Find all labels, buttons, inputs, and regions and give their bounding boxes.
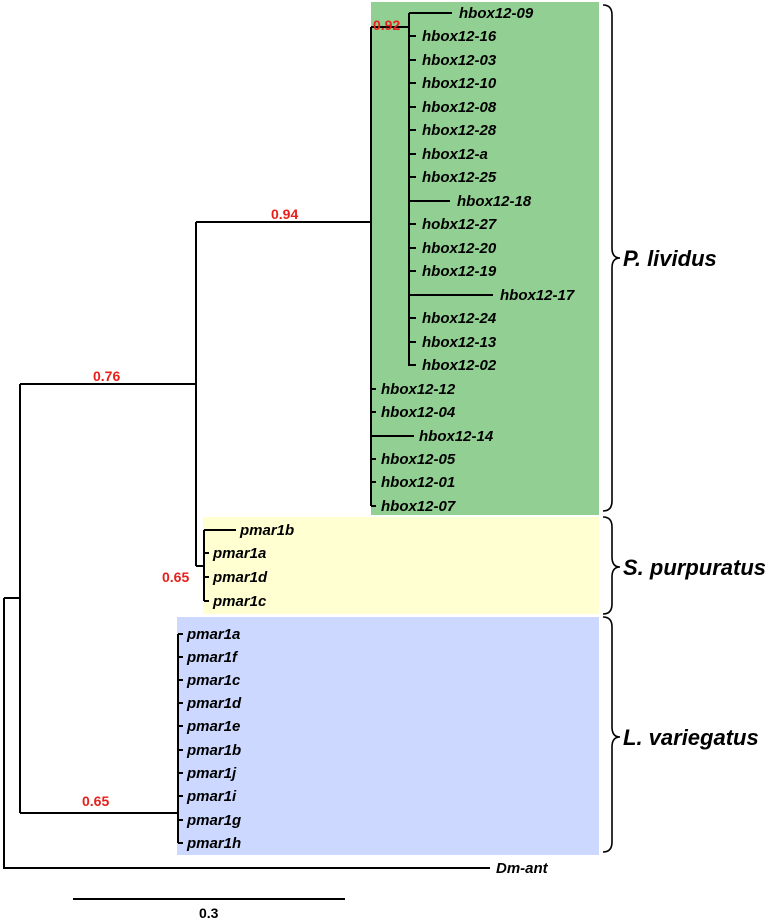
leaf-label: pmar1f [186,649,239,666]
leaf-label: pmar1c [212,593,267,610]
leaf-label: pmar1e [186,718,240,735]
leaf-label: pmar1g [186,812,241,829]
leaf-label: pmar1i [186,788,237,805]
scale-bar-label: 0.3 [199,905,219,921]
leaf-label: hbox12-07 [381,498,456,515]
leaf-label: hbox12-18 [457,193,532,210]
support-value-l-variegatus: 0.65 [82,793,109,809]
l-variegatus-brace [602,616,621,853]
l-variegatus-clade-box [177,617,599,855]
leaf-label: pmar1b [186,742,241,759]
leaf-label: pmar1d [186,695,242,712]
s-purpuratus-label: S. purpuratus [623,555,766,580]
s-purpuratus-leaves: pmar1b pmar1a pmar1d pmar1c [204,522,294,610]
l-variegatus-label: L. variegatus [623,725,759,750]
leaf-label: hbox12-16 [422,28,497,45]
support-value-s-purpuratus: 0.65 [162,569,189,585]
s-purpuratus-clade-box [203,517,599,614]
leaf-label: pmar1j [186,765,237,782]
leaf-label: hbox12-20 [422,240,497,257]
leaf-label: hobx12-27 [422,216,497,233]
outgroup-label: Dm-ant [496,860,549,877]
leaf-label: pmar1d [212,569,268,586]
p-lividus-brace [602,4,621,512]
support-value-root-inner: 0.76 [93,368,120,384]
tree-branches [3,12,493,869]
p-lividus-basal-leaves: hbox12-12 hbox12-04 hbox12-14 hbox12-05 … [381,381,494,515]
p-lividus-label: P. lividus [623,246,717,271]
s-purpuratus-brace [602,516,621,615]
support-value-hbox-subclade: 0.92 [373,17,400,33]
leaf-label: hbox12-25 [422,169,497,186]
support-value-echinoid-split: 0.94 [271,206,298,222]
leaf-label: hbox12-04 [381,404,456,421]
leaf-label: hbox12-17 [500,287,575,304]
leaf-label: hbox12-a [422,146,488,163]
l-variegatus-leaves: pmar1a pmar1f pmar1c pmar1d pmar1e pmar1… [178,626,242,852]
leaf-label: pmar1a [186,626,240,643]
leaf-label: pmar1c [186,672,241,689]
leaf-label: hbox12-14 [419,428,494,445]
leaf-label: hbox12-09 [459,5,534,22]
leaf-label: hbox12-28 [422,122,497,139]
leaf-label: pmar1h [186,835,241,852]
leaf-label: hbox12-10 [422,75,497,92]
leaf-label: hbox12-24 [422,310,497,327]
leaf-label: pmar1a [212,545,266,562]
leaf-label: hbox12-13 [422,334,497,351]
leaf-label: hbox12-02 [422,357,497,374]
leaf-label: hbox12-01 [381,474,455,491]
p-lividus-subclade-leaves: hbox12-09 hbox12-16 hbox12-03 hbox12-10 … [422,5,575,374]
leaf-label: hbox12-05 [381,451,456,468]
leaf-label: hbox12-12 [381,381,456,398]
leaf-label: hbox12-08 [422,99,497,116]
leaf-label: hbox12-19 [422,263,497,280]
p-lividus-subclade-leaf-ticks [409,35,416,366]
leaf-label: hbox12-03 [422,52,497,69]
leaf-label: pmar1b [239,522,294,539]
